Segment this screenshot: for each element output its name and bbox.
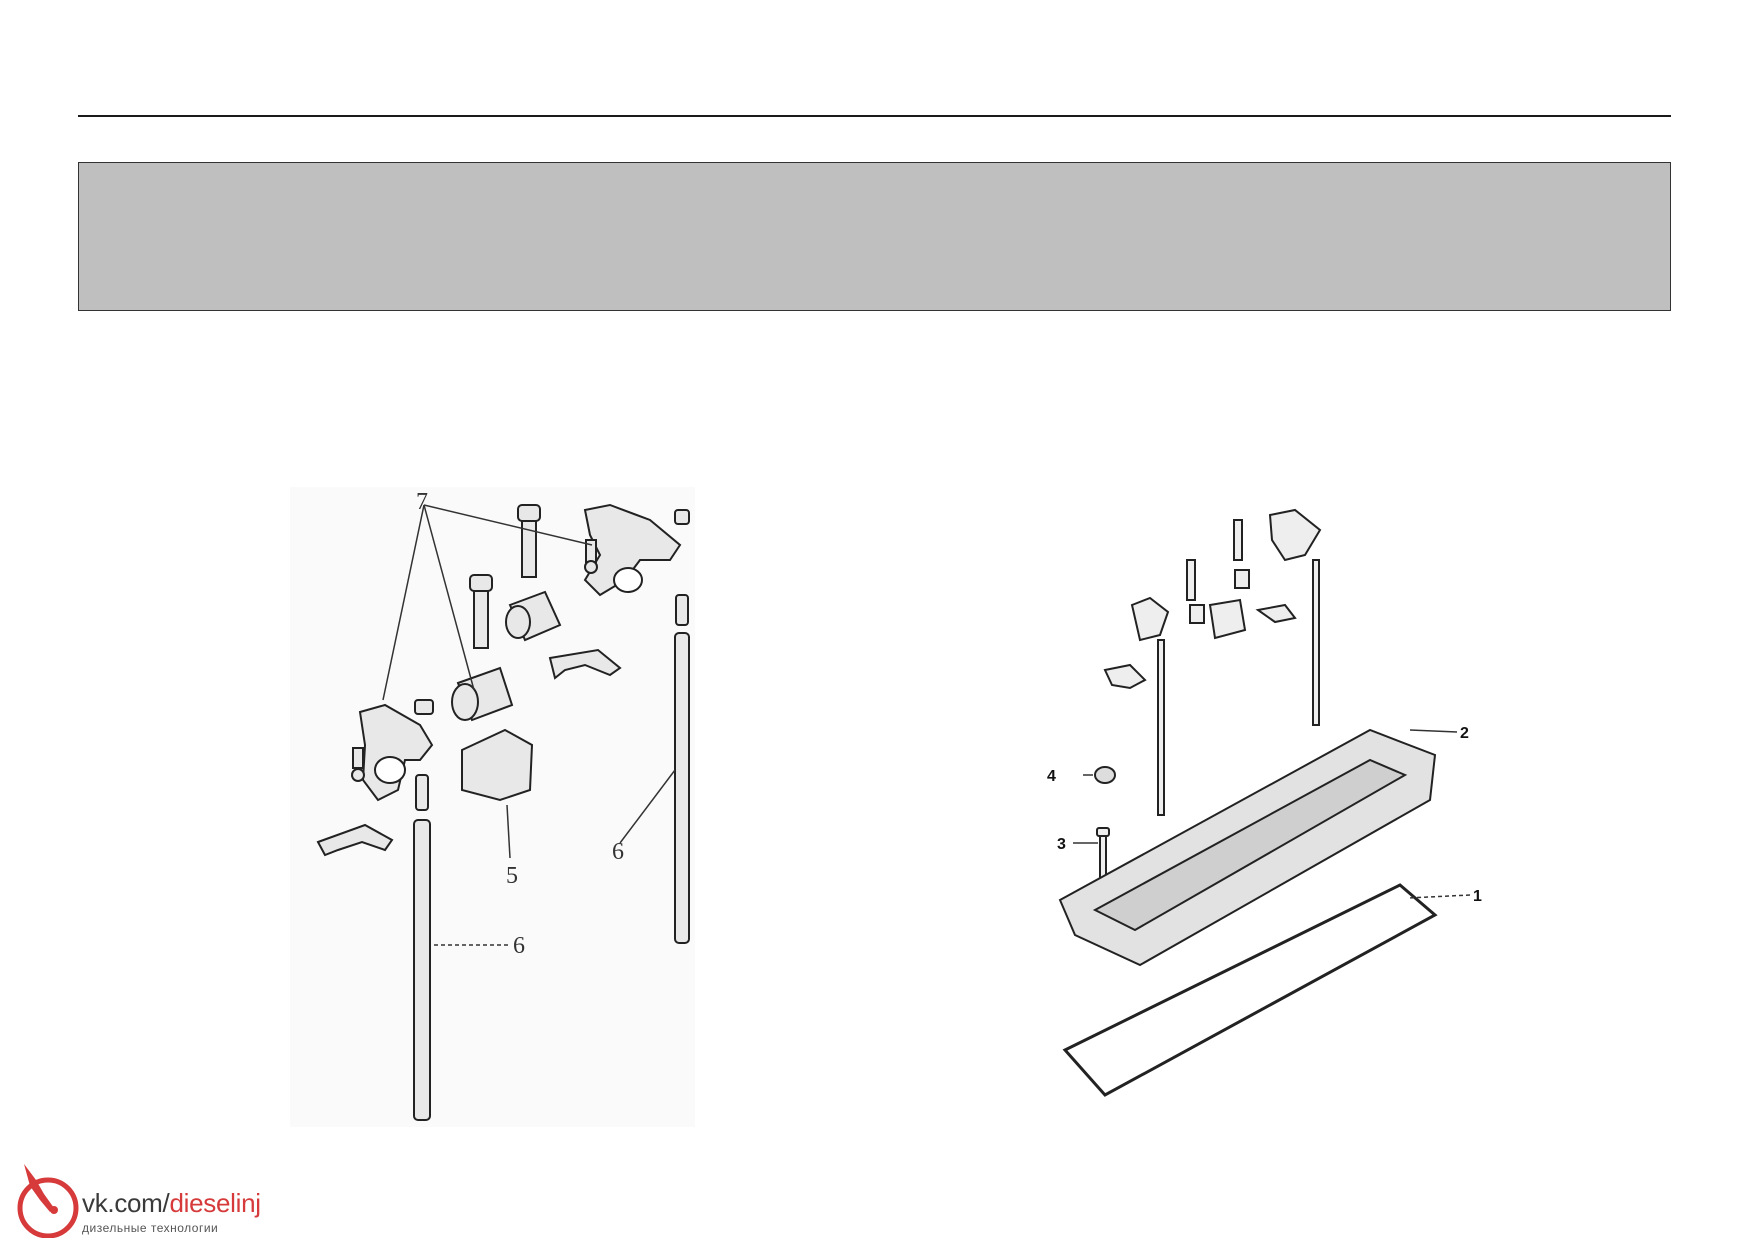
gasket <box>1062 883 1438 1097</box>
shaft-small-2 <box>1234 569 1250 589</box>
callout-4: 4 <box>1047 768 1056 785</box>
bolt-small-2 <box>1186 559 1196 601</box>
rocker-pedestal <box>461 728 534 802</box>
rocker-arm-small-2 <box>1130 596 1170 642</box>
rocker-arm-small-1 <box>1268 508 1322 562</box>
push-rod-tip-left <box>415 774 429 811</box>
watermark-domain: vk.com/ <box>82 1188 170 1218</box>
bracket-lower <box>316 823 394 857</box>
callout-7: 7 <box>416 489 428 515</box>
callout-6-left: 6 <box>513 933 525 959</box>
fuel-injector-icon <box>17 1164 79 1238</box>
bracket-upper <box>548 648 622 680</box>
section-banner <box>78 162 1671 311</box>
seal-4 <box>1094 766 1116 784</box>
bolt-small-1 <box>1233 519 1243 561</box>
callout-5: 5 <box>506 863 518 889</box>
nut-left <box>414 699 434 715</box>
pedestal-small <box>1208 598 1247 640</box>
watermark-text: vk.com/dieselinj <box>82 1188 261 1219</box>
push-rod-small-2 <box>1312 559 1320 726</box>
watermark-tagline: дизельные технологии <box>82 1221 219 1235</box>
bracket-small-1 <box>1103 663 1147 690</box>
watermark-name: dieselinj <box>169 1188 261 1218</box>
push-rod-small-1 <box>1157 639 1165 816</box>
bolt-3 <box>1099 834 1107 881</box>
figure-left-background <box>290 487 695 1127</box>
nut-right <box>674 509 690 525</box>
push-rod-left <box>413 819 431 1121</box>
callout-2: 2 <box>1460 725 1469 742</box>
callout-3: 3 <box>1057 836 1066 853</box>
push-rod-right <box>674 632 690 944</box>
bracket-small-2 <box>1255 603 1297 624</box>
push-rod-tip-right <box>675 594 689 626</box>
callout-6-right: 6 <box>612 839 624 865</box>
shaft-small-1 <box>1189 604 1205 624</box>
header-rule <box>78 115 1671 117</box>
callout-1: 1 <box>1473 888 1482 905</box>
